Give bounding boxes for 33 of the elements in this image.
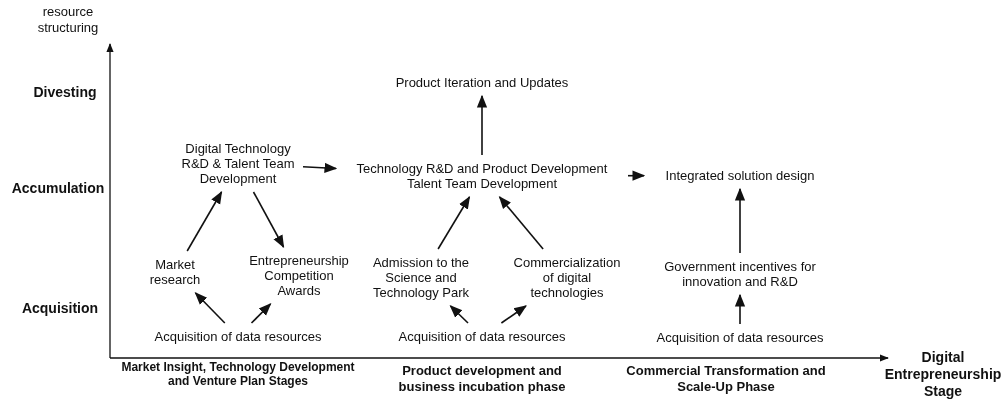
node-text: Market research [148, 257, 202, 287]
node-text: Entrepreneurship Competition Awards [248, 253, 350, 298]
arrow [437, 195, 471, 250]
arrow [627, 170, 646, 181]
axis-title: Digital Entrepreneurship Stage [883, 349, 1003, 400]
arrow [734, 187, 746, 254]
node-text: Government incentives for innovation and R&D [663, 259, 817, 289]
node-text: Technology R&D and Product Development Talent Team Development [355, 161, 609, 191]
arrow [194, 292, 226, 324]
arrow [734, 293, 746, 325]
node-text: Acquisition of data resources [153, 329, 323, 344]
node-text: Acquisition of data resources [655, 330, 825, 345]
node-text: Commercialization of digital technologies [512, 255, 622, 300]
arrow [250, 303, 272, 324]
node-text: Acquisition of data resources [397, 329, 567, 344]
axis-title: resource structuring [36, 4, 100, 36]
node-text: Admission to the Science and Technology Park [371, 255, 471, 300]
arrow [500, 305, 527, 324]
stage-label: Product development and business incubation phase [397, 363, 567, 395]
level-label: Acquisition [20, 300, 100, 317]
node-text: Digital Technology R&D & Talent Team Development [180, 141, 296, 186]
stage-label: Market Insight, Technology Development and Venture Plan Stages [120, 360, 356, 389]
arrow [476, 94, 488, 156]
level-label: Divesting [32, 84, 98, 101]
arrow [186, 190, 223, 252]
arrow [498, 196, 544, 250]
arrow [252, 191, 285, 249]
node-text: Product Iteration and Updates [394, 75, 570, 90]
level-label: Accumulation [10, 180, 106, 197]
node-text: Integrated solution design [664, 168, 816, 183]
arrow [449, 305, 469, 324]
arrow [302, 162, 338, 173]
stage-label: Commercial Transformation and Scale-Up Phase [626, 363, 826, 395]
